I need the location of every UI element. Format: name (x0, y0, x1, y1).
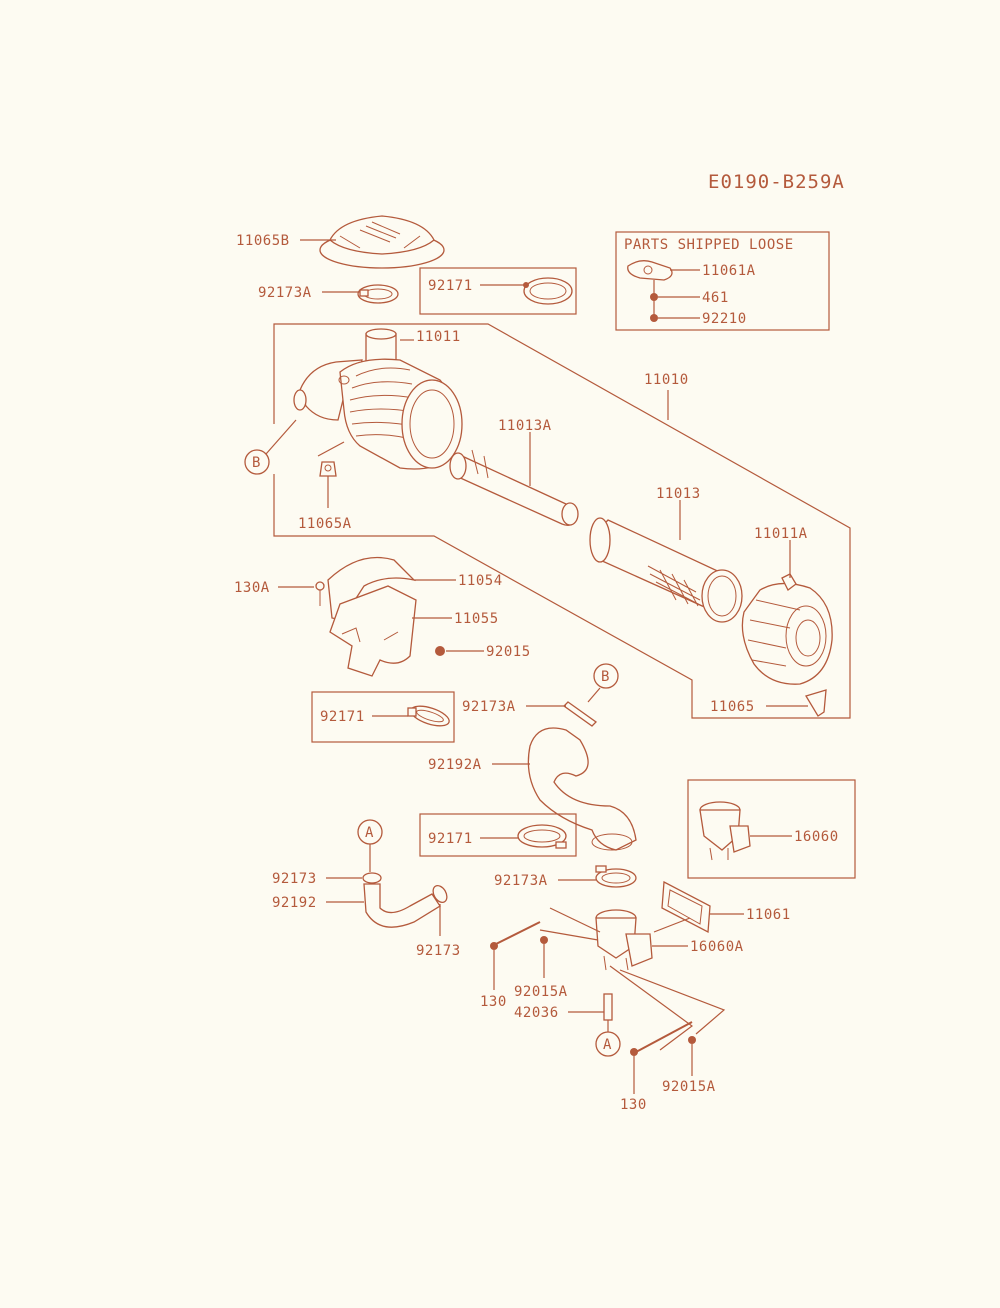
safety-filter-11013a-icon (449, 449, 579, 526)
clamp-92173a-mid-icon (562, 701, 598, 727)
drain-valve-11065a-icon (319, 461, 337, 477)
label-130a: 130A (234, 580, 270, 596)
label-92015a-a: 92015A (514, 984, 568, 1000)
box-92171-top (419, 267, 577, 315)
label-92173a-top: 92173A (258, 285, 312, 301)
label-92192a: 92192A (428, 757, 482, 773)
label-92173-a: 92173 (272, 871, 317, 887)
clamp-92173-b-icon (432, 884, 448, 904)
nut-92210-icon (650, 314, 658, 322)
bolt-130-a-icon (490, 921, 541, 950)
marker-a-left-label: A (365, 825, 374, 841)
label-130-b: 130 (620, 1097, 647, 1113)
box-92171-low (419, 813, 577, 857)
assembly-outline-11010 (273, 323, 851, 719)
bolt-130a-icon (315, 581, 325, 606)
precleaner-16060-icon (699, 801, 751, 861)
label-11065: 11065 (710, 699, 755, 715)
clamp-92173a-low-icon (595, 865, 637, 888)
hose-92192-icon (363, 883, 441, 928)
marker-a-bottom-label: A (603, 1037, 612, 1053)
nut-92015-icon (435, 646, 445, 656)
clamp-92173a-top-icon (357, 284, 399, 304)
nut-92015a-a-icon (540, 936, 548, 944)
label-92171-low: 92171 (428, 831, 473, 847)
label-11013: 11013 (656, 486, 701, 502)
parts-shipped-loose-title: PARTS SHIPPED LOOSE (624, 237, 794, 253)
marker-b-right (593, 663, 619, 689)
label-92015a-b: 92015A (662, 1079, 716, 1095)
label-92173a-mid: 92173A (462, 699, 516, 715)
label-11061a-loose: 11061A (702, 263, 756, 279)
cap-11065b-icon (319, 215, 445, 269)
washer-461-icon (650, 293, 658, 301)
label-11055: 11055 (454, 611, 499, 627)
label-11061: 11061 (746, 907, 791, 923)
label-11013a: 11013A (498, 418, 552, 434)
clamp-92171-top-icon (523, 277, 573, 305)
bracket-11054-11055-icon (327, 556, 417, 677)
clamp-92173-a-icon (362, 872, 382, 884)
nut-92015a-b-icon (688, 1036, 696, 1044)
guide-line-lower-2 (609, 965, 694, 1051)
clamp-92171-low-icon (517, 824, 567, 849)
marker-b-left (244, 449, 270, 475)
label-11065b: 11065B (236, 233, 290, 249)
bolt-130-b-icon (630, 1021, 693, 1056)
gasket-11061a-icon (627, 260, 673, 281)
label-92173-b: 92173 (416, 943, 461, 959)
box-92171-mid (311, 691, 455, 743)
marker-b-left-label: B (252, 455, 261, 471)
label-461: 461 (702, 290, 729, 306)
label-92192: 92192 (272, 895, 317, 911)
label-16060: 16060 (794, 829, 839, 845)
pin-42036-icon (603, 993, 613, 1021)
guide-line-lower (619, 969, 726, 1035)
label-130-a: 130 (480, 994, 507, 1010)
label-11065a: 11065A (298, 516, 352, 532)
clamp-92171-mid-icon (407, 705, 450, 727)
vacuator-valve-11065-icon (805, 689, 827, 717)
label-11010: 11010 (644, 372, 689, 388)
label-16060a: 16060A (690, 939, 744, 955)
main-filter-11013-icon (589, 517, 743, 623)
label-11054: 11054 (458, 573, 503, 589)
label-11011: 11011 (416, 329, 461, 345)
label-92173a-low: 92173A (494, 873, 548, 889)
label-11011a: 11011A (754, 526, 808, 542)
box-16060 (687, 779, 856, 879)
gasket-11061-icon (661, 880, 711, 934)
cover-11011a-icon (741, 573, 833, 685)
air-cleaner-body-11011-icon (293, 328, 463, 470)
label-92171-mid: 92171 (320, 709, 365, 725)
guide-line-upper (539, 929, 599, 941)
marker-b-right-label: B (601, 669, 610, 685)
label-92210: 92210 (702, 311, 747, 327)
label-42036: 42036 (514, 1005, 559, 1021)
hose-92192a-icon (527, 727, 637, 851)
parts-shipped-loose-box: PARTS SHIPPED LOOSE 11061A 461 92210 (615, 231, 830, 331)
label-92015: 92015 (486, 644, 531, 660)
diagram-code: E0190-B259A (708, 171, 845, 193)
guide-line-upper-2 (549, 907, 601, 933)
precleaner-base-16060a-icon (595, 909, 653, 971)
label-92171-top: 92171 (428, 278, 473, 294)
